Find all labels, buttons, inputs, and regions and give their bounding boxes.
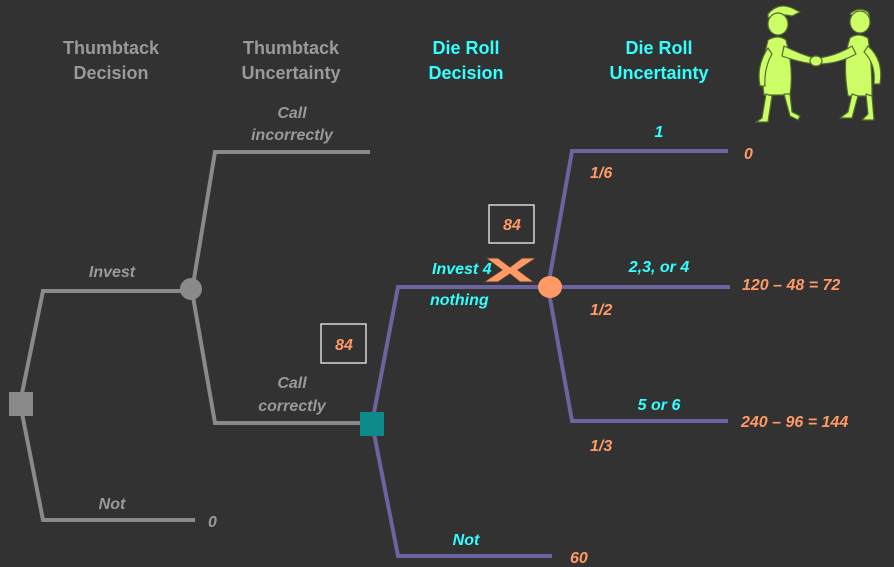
header-thumbtack-uncertainty-1: Thumbtack bbox=[243, 38, 340, 58]
label-call-correctly-2: correctly bbox=[258, 398, 327, 415]
label-nothing: nothing bbox=[430, 292, 489, 309]
handshake-figures-icon bbox=[755, 5, 882, 123]
branch-invest bbox=[18, 289, 192, 404]
value-box-die bbox=[488, 204, 535, 244]
value-box-die-text: 84 bbox=[503, 217, 521, 234]
header-die-decision-1: Die Roll bbox=[432, 38, 499, 58]
headers: Thumbtack Decision Thumbtack Uncertainty… bbox=[63, 38, 709, 83]
outcome-56-payoff: 240 – 96 = 144 bbox=[740, 414, 848, 431]
chance-node-thumbtack bbox=[180, 278, 202, 300]
header-die-decision-2: Decision bbox=[428, 63, 503, 83]
left-figure bbox=[755, 5, 815, 123]
value-box-thumbtack bbox=[320, 323, 367, 364]
label-call-incorrectly-2: incorrectly bbox=[251, 127, 334, 144]
outcome-234-payoff: 120 – 48 = 72 bbox=[742, 277, 840, 294]
outcome-234-label: 2,3, or 4 bbox=[628, 259, 690, 276]
branch-invest-4 bbox=[370, 285, 548, 424]
branch-call-incorrectly bbox=[190, 150, 370, 292]
branch-call-correctly bbox=[190, 290, 372, 425]
outcome-1-payoff: 0 bbox=[744, 146, 753, 163]
label-not-top: Not bbox=[99, 496, 126, 513]
value-box-thumbtack-text: 84 bbox=[335, 337, 353, 354]
label-call-correctly-1: Call bbox=[277, 375, 307, 392]
purple-branches bbox=[370, 149, 730, 558]
branch-die-56 bbox=[546, 286, 728, 423]
outcome-1-prob: 1/6 bbox=[590, 165, 612, 182]
chance-node-die bbox=[538, 276, 562, 298]
header-die-uncertainty-2: Uncertainty bbox=[609, 63, 708, 83]
payoff-not-top: 0 bbox=[208, 514, 217, 531]
decision-node-thumbtack bbox=[9, 392, 33, 416]
branch-not-die bbox=[370, 422, 552, 558]
gray-branches bbox=[18, 150, 372, 522]
label-invest-4: Invest 4 bbox=[432, 261, 492, 278]
branch-not-top bbox=[18, 402, 195, 522]
label-call-incorrectly-1: Call bbox=[277, 105, 307, 122]
header-thumbtack-uncertainty-2: Uncertainty bbox=[241, 63, 340, 83]
label-not-die: Not bbox=[453, 532, 480, 549]
handshake bbox=[809, 55, 823, 67]
decision-node-die bbox=[360, 412, 384, 436]
label-invest: Invest bbox=[89, 264, 136, 281]
gray-labels: Invest Not Call incorrectly Call correct… bbox=[89, 105, 334, 531]
right-figure bbox=[817, 8, 882, 121]
outcome-56-label: 5 or 6 bbox=[638, 397, 681, 414]
header-die-uncertainty-1: Die Roll bbox=[625, 38, 692, 58]
outcome-234-prob: 1/2 bbox=[590, 302, 612, 319]
x-mark-icon bbox=[482, 257, 538, 283]
payoff-not-die: 60 bbox=[570, 550, 588, 567]
outcome-1-label: 1 bbox=[655, 124, 664, 141]
header-thumbtack-decision-1: Thumbtack bbox=[63, 38, 160, 58]
die-outcomes: 1 1/6 0 2,3, or 4 1/2 120 – 48 = 72 5 or… bbox=[590, 124, 848, 455]
outcome-56-prob: 1/3 bbox=[590, 438, 612, 455]
header-thumbtack-decision-2: Decision bbox=[73, 63, 148, 83]
branch-die-1 bbox=[546, 149, 728, 288]
